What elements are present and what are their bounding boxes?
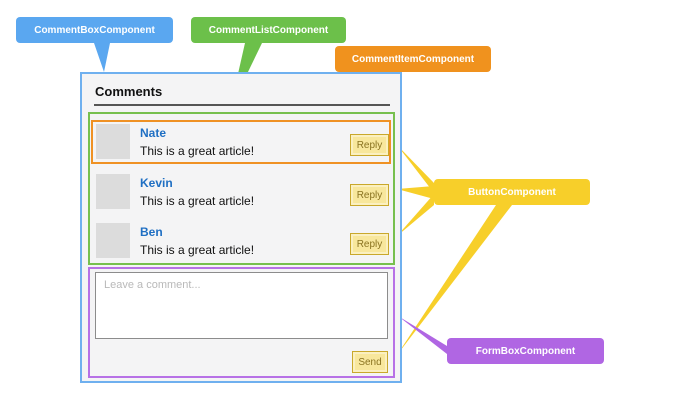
avatar xyxy=(96,124,130,159)
form-box-pointer xyxy=(398,316,447,354)
comment-input[interactable] xyxy=(95,272,388,339)
button-component-label: ButtonComponent xyxy=(434,179,590,205)
comment-item: Ben This is a great article! Reply xyxy=(96,223,390,259)
reply-button[interactable]: Reply xyxy=(350,184,389,206)
comments-title: Comments xyxy=(95,84,163,99)
comment-author: Nate xyxy=(140,126,167,140)
comment-box-component-label: CommentBoxComponent xyxy=(16,17,173,43)
avatar xyxy=(96,223,130,258)
reply-button[interactable]: Reply xyxy=(350,233,389,255)
comment-text: This is a great article! xyxy=(140,243,255,257)
reply-button[interactable]: Reply xyxy=(350,134,389,156)
form-box-component-label: FormBoxComponent xyxy=(447,338,604,364)
comment-text: This is a great article! xyxy=(140,144,255,158)
comment-author: Kevin xyxy=(140,176,173,190)
title-divider xyxy=(94,104,390,106)
button-pointer-4 xyxy=(397,205,512,355)
comment-box-pointer xyxy=(94,43,110,72)
comment-list-frame xyxy=(88,112,395,265)
avatar xyxy=(96,174,130,209)
send-button[interactable]: Send xyxy=(352,351,388,373)
button-pointer-3 xyxy=(397,194,434,236)
comment-item-component-label: CommentItemComponent xyxy=(335,46,491,72)
form-box-frame xyxy=(88,267,395,378)
button-pointer-1 xyxy=(397,145,434,193)
comment-item: Nate This is a great article! Reply xyxy=(96,124,390,160)
comment-text: This is a great article! xyxy=(140,194,255,208)
comment-list-component-label: CommentListComponent xyxy=(191,17,346,43)
comment-author: Ben xyxy=(140,225,163,239)
comment-item-frame xyxy=(91,120,391,164)
button-pointer-2 xyxy=(397,186,434,199)
comment-item: Kevin This is a great article! Reply xyxy=(96,174,390,210)
